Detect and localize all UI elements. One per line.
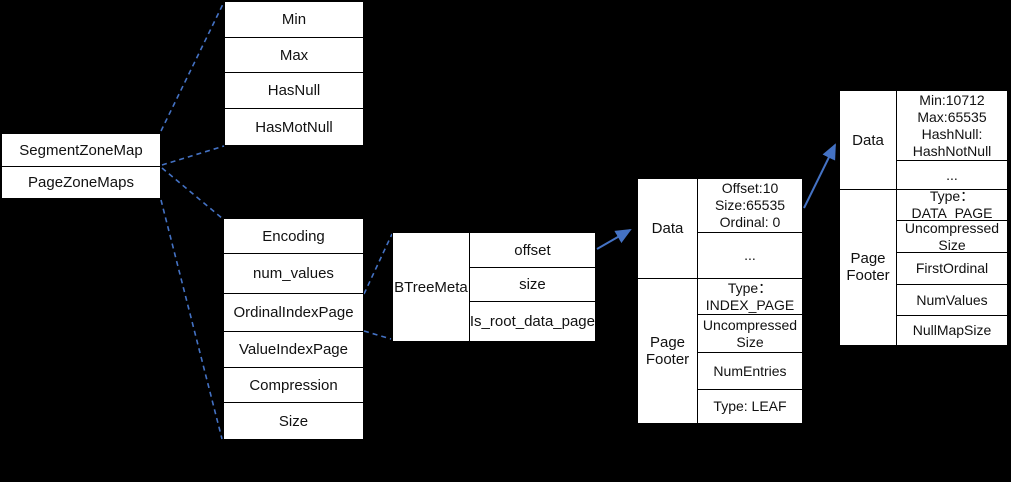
offset-row: offset	[469, 233, 595, 267]
arrow-btreemeta-to-indexpage	[596, 229, 632, 250]
segmentzonemap-row: SegmentZoneMap	[2, 134, 160, 166]
type-index-page-row: Type： INDEX_PAGE	[698, 278, 802, 314]
uncompressed-size-row: Uncompressed Size	[897, 220, 1007, 253]
hasnull-row: HasNull	[225, 72, 363, 108]
btreemeta-box: BTreeMeta offset size Is_root_data_page	[392, 232, 596, 342]
ellipsis-row: ...	[897, 160, 1007, 189]
index-page-box: Data Page Footer Offset:10 Size:65535 Or…	[637, 178, 803, 424]
expand-line-pagezonemap-bottom	[160, 199, 223, 440]
ellipsis-row: ...	[698, 232, 802, 278]
valueindexpage-row: ValueIndexPage	[224, 331, 363, 367]
data-page-box: Data Page Footer Min:10712 Max:65535 Has…	[839, 90, 1008, 346]
index-entry-row: Offset:10 Size:65535 Ordinal: 0	[698, 179, 802, 232]
expand-line-ordinalindex-bottom	[363, 330, 392, 340]
expand-line-ordinalindex-top	[363, 233, 393, 295]
data-label: Data	[840, 91, 896, 189]
data-page-label-column: Data Page Footer	[840, 91, 896, 345]
min-row: Min	[225, 2, 363, 37]
pagezonemaps-row: PageZoneMaps	[2, 166, 160, 198]
arrow-indexentry-to-datapage	[803, 143, 836, 209]
hasmotnull-row: HasMotNull	[225, 108, 363, 145]
btreemeta-label-column: BTreeMeta	[393, 233, 469, 341]
ordinalindexpage-row: OrdinalIndexPage	[224, 293, 363, 331]
column-meta-fields-box: Encoding num_values OrdinalIndexPage Val…	[223, 218, 364, 440]
numentries-row: NumEntries	[698, 352, 802, 389]
encoding-row: Encoding	[224, 219, 363, 253]
btreemeta-rows-column: offset size Is_root_data_page	[468, 233, 595, 341]
data-page-rows-column: Min:10712 Max:65535 HashNull: HashNotNul…	[896, 91, 1007, 345]
numvalues-row: NumValues	[897, 284, 1007, 315]
expand-line-segment-top	[160, 1, 225, 132]
size-row: size	[469, 267, 595, 301]
index-page-rows-column: Offset:10 Size:65535 Ordinal: 0 ... Type…	[697, 179, 802, 423]
num-values-row: num_values	[224, 253, 363, 293]
uncompressed-size-row: Uncompressed Size	[698, 314, 802, 352]
zonemap-fields-box: Min Max HasNull HasMotNull	[224, 1, 364, 146]
page-footer-label: Page Footer	[638, 278, 697, 423]
type-leaf-row: Type: LEAF	[698, 389, 802, 423]
zonemap-values-row: Min:10712 Max:65535 HashNull: HashNotNul…	[897, 91, 1007, 160]
is-root-data-page-row: Is_root_data_page	[469, 301, 595, 341]
max-row: Max	[225, 37, 363, 72]
compression-row: Compression	[224, 367, 363, 402]
nullmapsize-row: NullMapSize	[897, 315, 1007, 345]
size-row: Size	[224, 402, 363, 439]
page-footer-label: Page Footer	[840, 189, 896, 344]
data-label: Data	[638, 179, 697, 278]
index-page-label-column: Data Page Footer	[638, 179, 697, 423]
firstordinal-row: FirstOrdinal	[897, 252, 1007, 284]
expand-line-segment-bottom	[161, 145, 225, 166]
segment-zonemap-box: SegmentZoneMap PageZoneMaps	[1, 133, 161, 199]
type-data-page-row: Type： DATA_PAGE	[897, 188, 1007, 221]
expand-line-pagezonemap-top	[161, 167, 224, 220]
btreemeta-label: BTreeMeta	[393, 233, 469, 341]
